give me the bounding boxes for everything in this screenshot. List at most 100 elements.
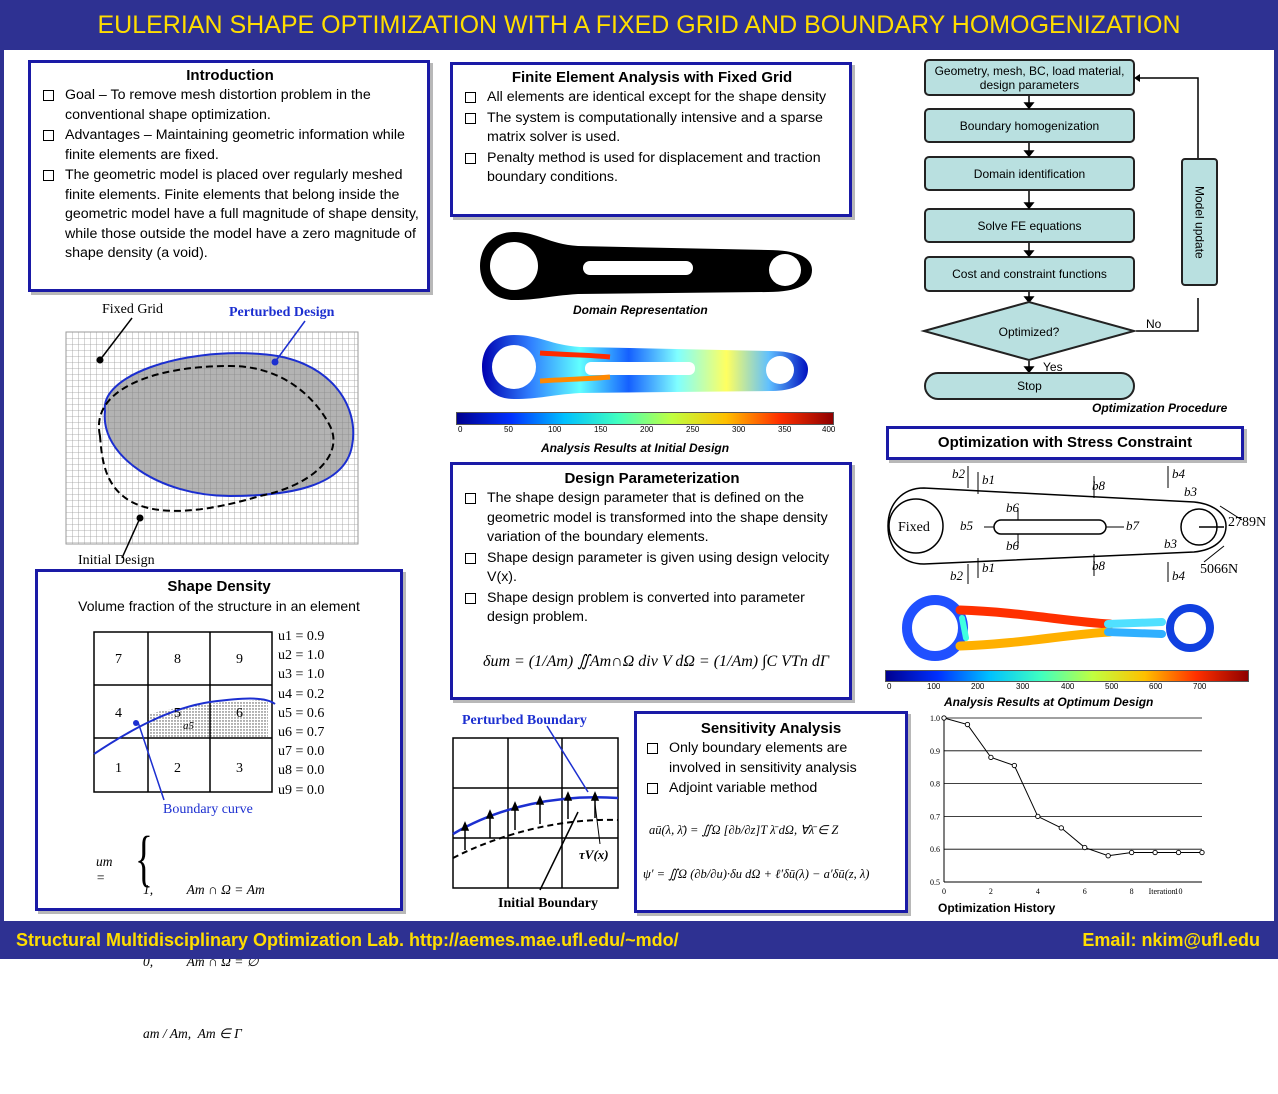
b6-bottom: b6 bbox=[1006, 538, 1020, 553]
u2-value: u2 = 1.0 bbox=[278, 648, 325, 664]
model-update-label: Model update bbox=[1192, 185, 1207, 259]
b4-bottom: b4 bbox=[1172, 568, 1186, 583]
y-tick-label: 0.7 bbox=[930, 812, 940, 821]
introduction-heading: Introduction bbox=[186, 67, 274, 84]
analysis-initial-caption: Analysis Results at Initial Design bbox=[541, 441, 730, 455]
um-case-3: am / Am, Am ∈ Γ bbox=[143, 1026, 242, 1041]
design-param-list: The shape design parameter that is defin… bbox=[463, 489, 841, 628]
domain-representation bbox=[480, 232, 812, 300]
history-point bbox=[1128, 849, 1135, 856]
cell-1: 1 bbox=[115, 761, 122, 776]
sensitivity-heading: Sensitivity Analysis bbox=[700, 720, 842, 737]
boundary-figure: Perturbed Boundary Initial Boundary τV(x… bbox=[452, 713, 619, 911]
u5-value: u5 = 0.6 bbox=[278, 705, 325, 721]
shape-density-subtitle: Volume fraction of the structure in an e… bbox=[78, 598, 360, 614]
cell-7: 7 bbox=[115, 652, 122, 667]
b1-bottom: b1 bbox=[982, 560, 995, 575]
analysis-initial bbox=[482, 335, 808, 399]
fea-heading: Finite Element Analysis with Fixed Grid bbox=[511, 69, 793, 86]
history-caption: Optimization History bbox=[938, 901, 1056, 915]
cell-5: 5 bbox=[174, 706, 181, 721]
intro-item-model: The geometric model is placed over regul… bbox=[41, 166, 419, 264]
history-point bbox=[988, 754, 994, 761]
analysis-optimum bbox=[902, 595, 1214, 661]
flow-step-solve: Solve FE equations bbox=[924, 208, 1135, 243]
b8-bottom: b8 bbox=[1092, 558, 1106, 573]
introduction-list: Goal – To remove mesh distortion problem… bbox=[41, 86, 419, 264]
no-label: No bbox=[1146, 317, 1162, 331]
fixed-grid-label: Fixed Grid bbox=[102, 302, 163, 317]
x-tick-label: 8 bbox=[1130, 887, 1134, 896]
cell-2: 2 bbox=[174, 761, 181, 776]
introduction-box: Introduction Goal – To remove mesh disto… bbox=[28, 60, 430, 292]
tick-a4: 200 bbox=[640, 425, 654, 434]
u8-value: u8 = 0.0 bbox=[278, 763, 325, 779]
analysis-optimum-caption: Analysis Results at Optimum Design bbox=[944, 695, 1154, 709]
b8-top: b8 bbox=[1092, 478, 1106, 493]
left-border bbox=[0, 50, 4, 921]
cell-8: 8 bbox=[174, 652, 181, 667]
b3-top: b3 bbox=[1184, 484, 1198, 499]
x-tick-label: 6 bbox=[1083, 887, 1087, 896]
tick-b7: 700 bbox=[1193, 682, 1207, 691]
perturbed-design-shape bbox=[103, 352, 355, 498]
stress-design-figure: Fixed 2789N 5066N b2 b1 b8 b4 b3 b6 b5 b… bbox=[887, 466, 1266, 584]
perturbed-boundary-label: Perturbed Boundary bbox=[462, 713, 587, 728]
history-point bbox=[941, 715, 947, 721]
fea-item-penalty: Penalty method is used for displacement … bbox=[463, 149, 841, 188]
dp-item-transform: The shape design parameter that is defin… bbox=[463, 489, 841, 548]
design-param-heading: Design Parameterization bbox=[564, 470, 740, 487]
right-border bbox=[1274, 50, 1278, 921]
tick-b3: 300 bbox=[1016, 682, 1030, 691]
u3-value: u3 = 1.0 bbox=[278, 667, 325, 683]
intro-item-goal: Goal – To remove mesh distortion problem… bbox=[41, 86, 419, 125]
colorbar-optimum bbox=[885, 670, 1249, 682]
stress-heading: Optimization with Stress Constraint bbox=[937, 434, 1193, 451]
tick-b1: 100 bbox=[927, 682, 941, 691]
domain-caption: Domain Representation bbox=[573, 303, 708, 317]
um-case-1: 1, Am ∩ Ω = Am bbox=[143, 882, 265, 897]
decision-label: Optimized? bbox=[999, 325, 1060, 339]
x-tick-label: 10 bbox=[1175, 887, 1183, 896]
boundary-curve-pointer bbox=[137, 721, 165, 801]
flow-stop: Stop bbox=[924, 372, 1135, 400]
history-point bbox=[1082, 844, 1088, 851]
tick-b5: 500 bbox=[1105, 682, 1119, 691]
u4-value: u4 = 0.2 bbox=[278, 686, 325, 702]
tick-a1: 50 bbox=[504, 425, 513, 434]
initial-design-shape bbox=[97, 364, 335, 512]
tick-a2: 100 bbox=[548, 425, 562, 434]
b6-top: b6 bbox=[1006, 500, 1020, 515]
x-tick-label: 4 bbox=[1036, 887, 1040, 896]
tick-a7: 350 bbox=[778, 425, 792, 434]
flow-step-homogenization: Boundary homogenization bbox=[924, 108, 1135, 143]
model-update-box: Model update bbox=[1181, 158, 1218, 286]
history-point bbox=[1058, 825, 1064, 831]
shape-density-box: Shape Density Volume fraction of the str… bbox=[35, 569, 403, 1041]
y-tick-label: 0.6 bbox=[930, 845, 940, 854]
sensitivity-list: Only boundary elements are involved in s… bbox=[645, 739, 897, 799]
tick-b6: 600 bbox=[1149, 682, 1163, 691]
shape-density-grid: 7 8 9 4 5 6 1 2 3 a5 bbox=[93, 631, 276, 793]
fea-item-identical: All elements are identical except for th… bbox=[463, 88, 841, 108]
footer-email[interactable]: Email: nkim@ufl.edu bbox=[1082, 930, 1260, 950]
cell-6: 6 bbox=[236, 706, 243, 721]
a5-label: a5 bbox=[183, 720, 195, 732]
initial-design-label: Initial Design bbox=[78, 553, 155, 568]
dp-item-velocity: Shape design parameter is given using de… bbox=[463, 549, 841, 588]
poster-title: EULERIAN SHAPE OPTIMIZATION WITH A FIXED… bbox=[0, 0, 1278, 50]
sens-item-adjoint: Adjoint variable method bbox=[645, 779, 897, 799]
tick-a6: 300 bbox=[732, 425, 746, 434]
y-tick-label: 0.9 bbox=[930, 747, 940, 756]
tick-a0: 0 bbox=[458, 425, 463, 434]
cell-9: 9 bbox=[236, 652, 243, 667]
x-tick-label: 2 bbox=[989, 887, 993, 896]
footer-lab[interactable]: Structural Multidisciplinary Optimizatio… bbox=[16, 930, 679, 950]
stress-heading-box: Optimization with Stress Constraint bbox=[886, 426, 1244, 460]
yes-label: Yes bbox=[1043, 360, 1063, 374]
history-point bbox=[1199, 849, 1205, 856]
design-param-box: Design Parameterization The shape design… bbox=[450, 462, 852, 700]
fixed-label: Fixed bbox=[898, 520, 930, 535]
tick-a5: 250 bbox=[686, 425, 700, 434]
cell-4: 4 bbox=[115, 706, 122, 721]
